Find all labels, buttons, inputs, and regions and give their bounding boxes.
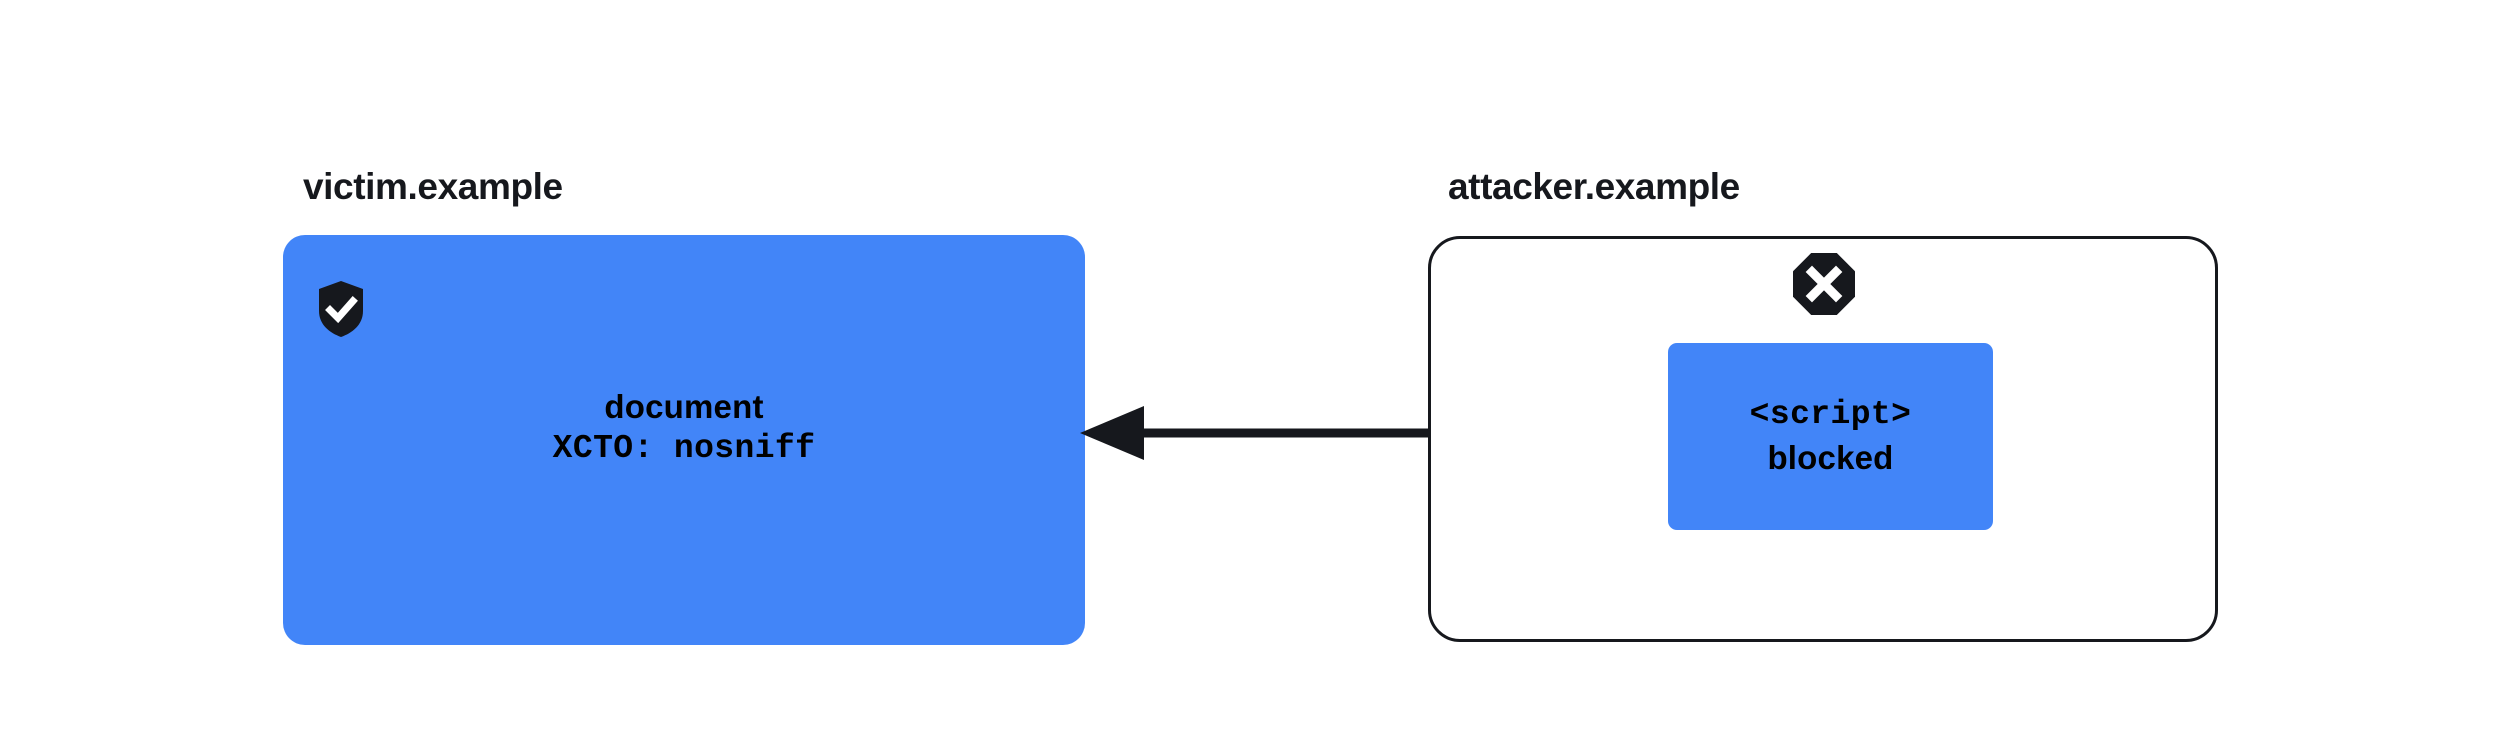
script-tag-label: <script> (1749, 396, 1912, 434)
victim-origin-label: victim.example (303, 166, 563, 207)
victim-text-block: document XCTO: nosniff (283, 386, 1085, 469)
blocked-script-box: <script> blocked (1668, 343, 1993, 530)
blocked-status-label: blocked (1767, 438, 1894, 476)
octagon-x-icon (1793, 253, 1855, 315)
attacker-origin-label: attacker.example (1448, 166, 1740, 207)
victim-document-panel: document XCTO: nosniff (283, 235, 1085, 645)
xcto-header-label: XCTO: nosniff (552, 429, 816, 467)
shield-check-icon (319, 281, 363, 337)
attacker-origin-panel: <script> blocked (1428, 236, 2218, 642)
document-label: document (604, 388, 764, 425)
